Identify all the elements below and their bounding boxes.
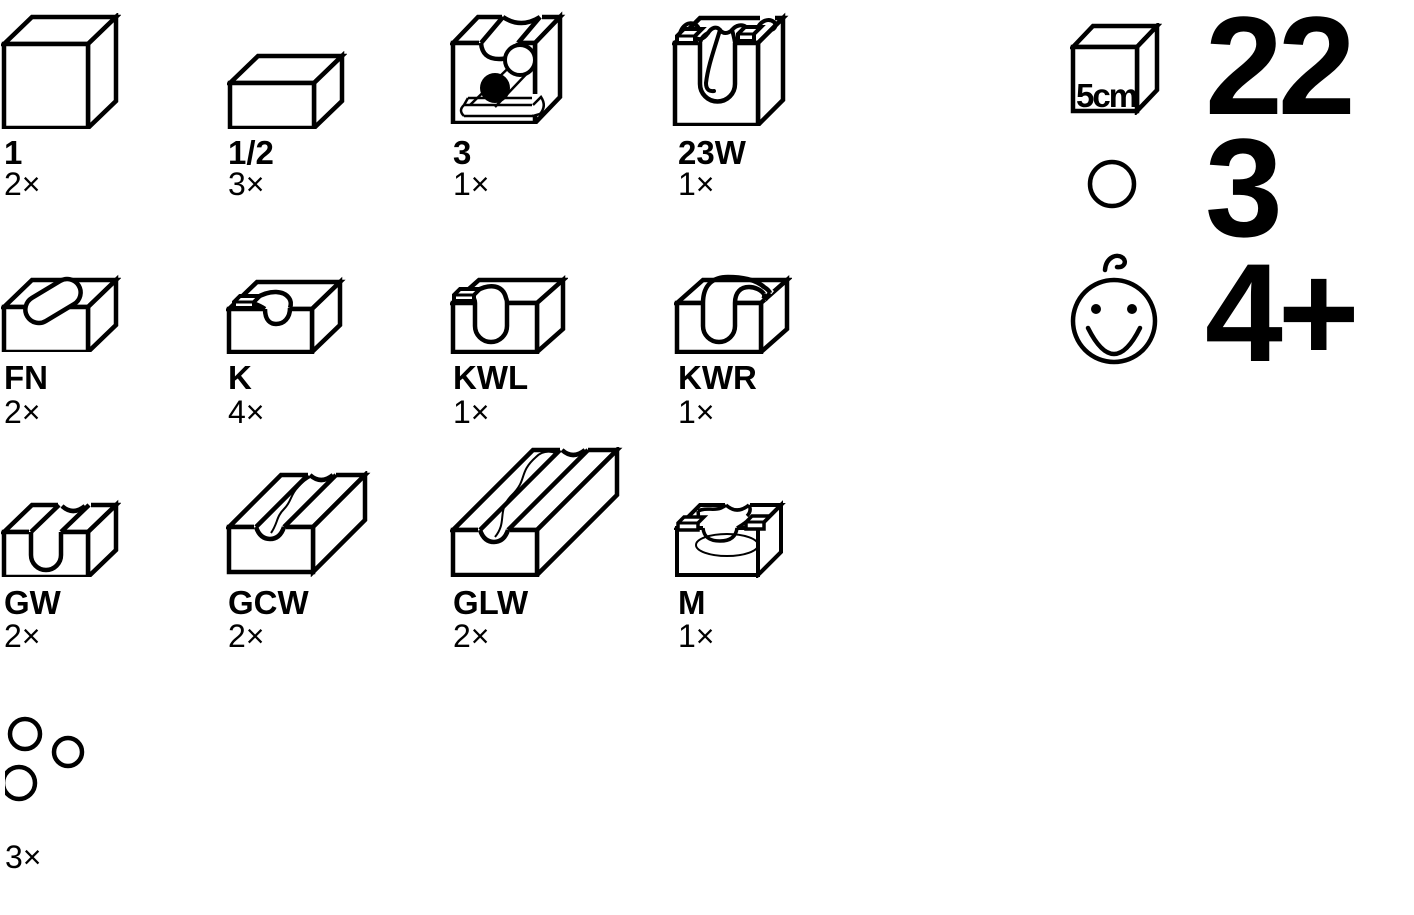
block-kwr-icon — [674, 268, 792, 354]
part-code: 23W — [678, 134, 746, 171]
part-count: 1× — [453, 394, 490, 430]
block-3-icon — [450, 8, 566, 124]
block-gw-icon — [1, 497, 121, 577]
part-code: GW — [4, 584, 61, 621]
part-code: 1/2 — [228, 134, 274, 171]
block-23w-icon — [672, 8, 790, 126]
part-code: KWR — [678, 359, 757, 396]
part-code: GLW — [453, 584, 529, 621]
block-gcw-icon — [226, 471, 396, 577]
cube-total: 22 — [1205, 0, 1356, 144]
age-rating: 4+ — [1205, 234, 1360, 391]
marbles-icon — [5, 714, 95, 806]
part-count: 1× — [678, 394, 715, 430]
part-count: 2× — [4, 618, 41, 654]
cube-size-label: 5cm — [1076, 77, 1138, 114]
block-kwl-icon — [450, 268, 568, 354]
part-code: 1 — [4, 134, 23, 171]
block-glw-icon — [450, 447, 650, 577]
part-count: 4× — [228, 394, 265, 430]
marble-count: 3× — [5, 839, 42, 875]
block-k-icon — [226, 272, 346, 354]
part-count: 2× — [453, 618, 490, 654]
part-count: 2× — [4, 394, 41, 430]
part-count: 2× — [228, 618, 265, 654]
block-half-icon — [227, 51, 347, 129]
part-code: KWL — [453, 359, 529, 396]
part-code: M — [678, 584, 706, 621]
baby-age-icon — [1064, 248, 1164, 366]
cube-size-icon — [1070, 23, 1162, 115]
part-code: 3 — [453, 134, 472, 171]
part-count: 1× — [678, 166, 715, 202]
block-m-icon — [674, 496, 788, 578]
part-count: 1× — [453, 166, 490, 202]
part-code: GCW — [228, 584, 309, 621]
block-fn-icon — [1, 272, 121, 352]
marble-total: 3 — [1205, 109, 1283, 266]
part-code: K — [228, 359, 252, 396]
part-count: 1× — [678, 618, 715, 654]
part-count: 2× — [4, 166, 41, 202]
part-code: FN — [4, 359, 48, 396]
marble-icon — [1087, 159, 1139, 211]
part-count: 3× — [228, 166, 265, 202]
block-1-icon — [1, 13, 121, 129]
